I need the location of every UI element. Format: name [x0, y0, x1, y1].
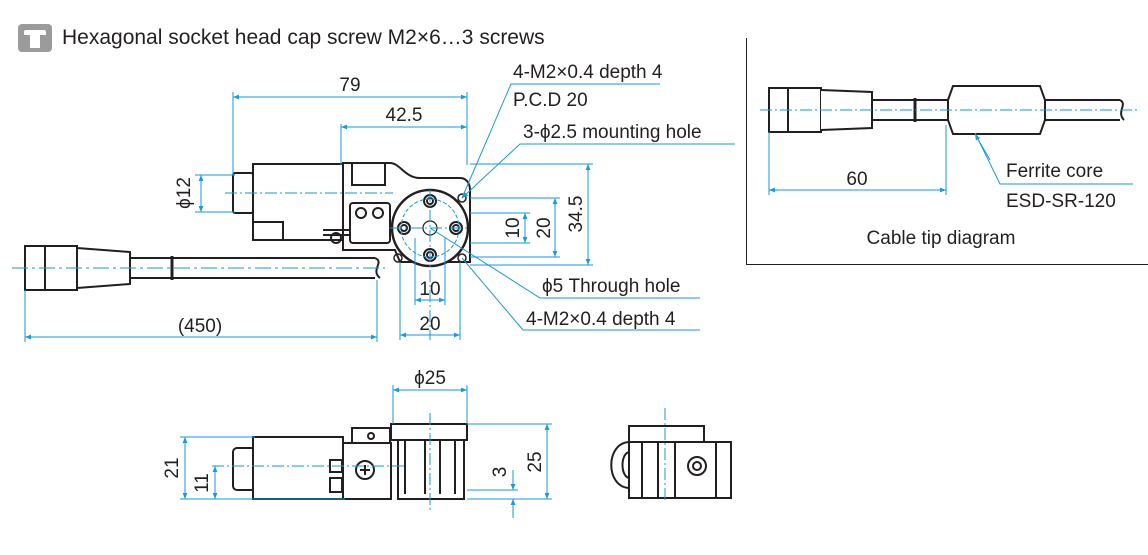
- end-view: [610, 425, 732, 499]
- cable-tip-labels: 60 Ferrite core ESD-SR-120 Cable tip dia…: [846, 161, 1115, 249]
- dim-bolt-v-outer: 20: [534, 217, 555, 238]
- top-view-labels: 79 42.5 ϕ12 10 20 34.5 10 20 (450) 4-M2×…: [174, 62, 702, 337]
- callout-tapped-bottom: 4-M2×0.4 depth 4: [526, 309, 676, 330]
- dim-body-length: 42.5: [386, 105, 423, 126]
- hex-socket-screw-icon: [18, 24, 52, 52]
- dim-connector-dia: ϕ12: [174, 177, 195, 209]
- cable-tip-caption: Cable tip diagram: [867, 228, 1016, 249]
- dim-flange-dia: ϕ25: [414, 368, 446, 389]
- side-view-labels: ϕ25 21 11 3 25: [162, 368, 546, 493]
- dim-cable-length: (450): [178, 316, 222, 337]
- dim-bolt-h-inner: 10: [419, 279, 440, 300]
- callout-pcd: P.C.D 20: [513, 90, 588, 111]
- top-view-dimensions: [12, 83, 735, 342]
- callout-tapped-top: 4-M2×0.4 depth 4: [513, 62, 663, 83]
- dim-base-offset: 3: [490, 467, 511, 478]
- dim-cable-tip-length: 60: [846, 169, 867, 190]
- callout-through-hole: ϕ5 Through hole: [542, 276, 680, 297]
- dim-bolt-v-inner: 10: [503, 217, 524, 238]
- dim-overall-length: 79: [339, 75, 360, 96]
- screw-note: Hexagonal socket head cap screw M2×6…3 s…: [18, 24, 545, 52]
- dim-body-height: 21: [162, 457, 183, 478]
- top-view: [24, 162, 471, 291]
- dim-total-height: 25: [525, 451, 546, 472]
- dim-axis-height: 11: [192, 473, 213, 493]
- dim-height: 34.5: [566, 196, 587, 233]
- cable-tip-dimensions: [760, 109, 1140, 195]
- screw-note-text: Hexagonal socket head cap screw M2×6…3 s…: [62, 26, 545, 49]
- ferrite-model: ESD-SR-120: [1006, 191, 1116, 212]
- dim-bolt-h-outer: 20: [419, 314, 440, 335]
- callout-mounting-holes: 3-ϕ2.5 mounting hole: [523, 122, 702, 143]
- side-view-dimensions: [180, 385, 552, 518]
- cable-tip-frame: [746, 38, 1148, 265]
- side-view: [232, 423, 468, 500]
- ferrite-label: Ferrite core: [1006, 161, 1103, 182]
